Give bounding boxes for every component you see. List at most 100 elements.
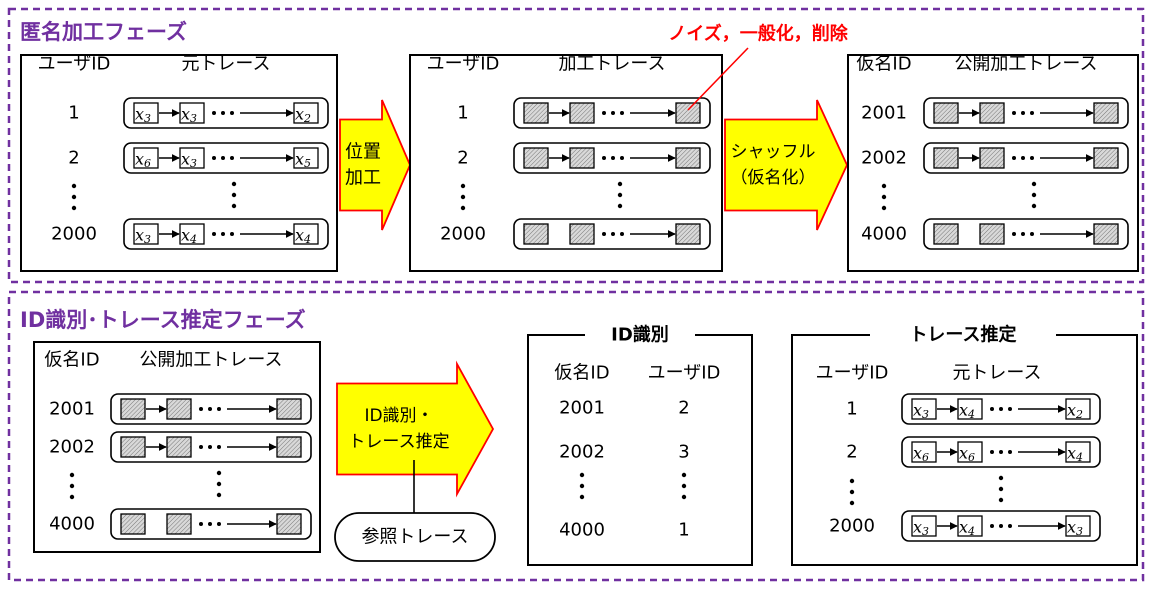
row-id: 1 <box>68 103 79 124</box>
ellipsis-dot <box>71 205 77 211</box>
anonymized-cell <box>675 223 701 245</box>
column-header-id: 仮名ID <box>856 54 911 75</box>
location-subscript: 6 <box>968 451 975 464</box>
column-header-pseudonym-id: 仮名ID <box>554 363 609 384</box>
location-subscript: 6 <box>144 157 151 170</box>
ellipsis-dot <box>199 407 203 411</box>
anonymized-cell <box>933 102 959 124</box>
ellipsis-dot <box>217 522 221 526</box>
column-header-trace: 元トレース <box>181 54 270 75</box>
ellipsis-dot <box>212 156 216 160</box>
phase1-frame <box>7 7 1145 284</box>
anonymized-cell <box>933 147 959 169</box>
phase1-title: 匿名加工フェーズ <box>20 20 187 44</box>
column-header-trace: 加工トレース <box>558 54 665 75</box>
column-header-user-id: ユーザID <box>648 363 721 384</box>
anonymized-cell <box>166 513 192 535</box>
trace-row-box <box>123 142 329 174</box>
location-processing-arrow-label-1: 位置 <box>345 142 381 163</box>
anonymized-cell <box>979 223 1005 245</box>
row-id: 2 <box>457 148 468 169</box>
ellipsis-dot <box>460 194 466 200</box>
location-subscript: 6 <box>922 451 929 464</box>
title-mask <box>870 325 1056 345</box>
location-cell <box>1065 441 1091 463</box>
phase2-title: ID識別･トレース推定フェーズ <box>20 308 306 332</box>
row-id: 1 <box>846 399 857 420</box>
ellipsis-dot <box>999 407 1003 411</box>
ellipsis-dot <box>990 450 994 454</box>
ellipsis-dot <box>1031 192 1037 198</box>
ellipsis-dot <box>999 524 1003 528</box>
ellipsis-dot <box>460 205 466 211</box>
anonymized-cell <box>276 436 302 458</box>
ellipsis-dot <box>221 156 225 160</box>
anonymized-cell <box>1093 147 1119 169</box>
trace-row-box <box>923 218 1129 250</box>
ellipsis-dot <box>998 475 1004 481</box>
anonymized-cell <box>166 398 192 420</box>
location-cell <box>1065 398 1091 420</box>
ellipsis-dot <box>611 156 615 160</box>
row-id: 2002 <box>861 148 907 169</box>
ellipsis-dot <box>1008 524 1012 528</box>
anonymized-cell <box>523 147 549 169</box>
location-cell <box>957 515 983 537</box>
location-processing-arrow <box>339 99 411 231</box>
location-cell <box>957 441 983 463</box>
row-id: 2001 <box>861 103 907 124</box>
anonymized-cell <box>933 223 959 245</box>
ellipsis-dot <box>998 497 1004 503</box>
location-subscript: 3 <box>922 408 929 421</box>
id-identification-arrow-label-2: トレース推定 <box>348 432 449 452</box>
location-processing-arrow-label-2: 加工 <box>345 168 381 189</box>
anonymized-cell <box>569 147 595 169</box>
phase2-frame <box>7 290 1145 582</box>
anonymized-cell <box>569 102 595 124</box>
location-subscript: 3 <box>144 233 151 246</box>
shuffle-arrow <box>724 99 848 231</box>
location-subscript: 3 <box>190 112 197 125</box>
location-cell <box>293 223 319 245</box>
anonymized-cell <box>1093 223 1119 245</box>
location-subscript: 4 <box>1075 451 1083 464</box>
ellipsis-dot <box>990 524 994 528</box>
ellipsis-dot <box>216 492 222 498</box>
location-cell <box>1065 515 1091 537</box>
anonymized-cell <box>979 147 1005 169</box>
shuffle-arrow-label-1: シャッフル <box>731 142 816 162</box>
ellipsis-dot <box>69 494 75 500</box>
row-id: 4000 <box>49 514 95 535</box>
location-subscript: 4 <box>189 233 197 246</box>
ellipsis-dot <box>881 194 887 200</box>
ellipsis-dot <box>881 183 887 189</box>
location-cell <box>957 398 983 420</box>
location-cell <box>911 398 937 420</box>
row-id: 1 <box>457 103 468 124</box>
ellipsis-dot <box>602 111 606 115</box>
shuffle-arrow-label-2: （仮名化） <box>731 168 816 188</box>
row-id: 2000 <box>829 516 875 537</box>
column-header-trace: 公開加工トレース <box>139 350 282 371</box>
id-identification-box <box>527 334 753 566</box>
ellipsis-dot <box>1021 111 1025 115</box>
anonymized-cell <box>276 398 302 420</box>
ellipsis-dot <box>849 489 855 495</box>
ellipsis-dot <box>1021 156 1025 160</box>
column-header-trace: 元トレース <box>952 363 1041 384</box>
anonymized-cell <box>523 223 549 245</box>
trace-row-box <box>923 97 1129 129</box>
row-id: 2001 <box>49 399 95 420</box>
ellipsis-dot <box>611 111 615 115</box>
ellipsis-dot <box>1030 111 1034 115</box>
location-cell <box>179 147 205 169</box>
trace-row-box <box>923 142 1129 174</box>
location-subscript: 2 <box>303 112 311 125</box>
ellipsis-dot <box>212 232 216 236</box>
location-cell <box>133 147 159 169</box>
user-id-value: 3 <box>678 442 689 463</box>
anonymized-cell <box>120 398 146 420</box>
ellipsis-dot <box>71 194 77 200</box>
ellipsis-dot <box>611 232 615 236</box>
